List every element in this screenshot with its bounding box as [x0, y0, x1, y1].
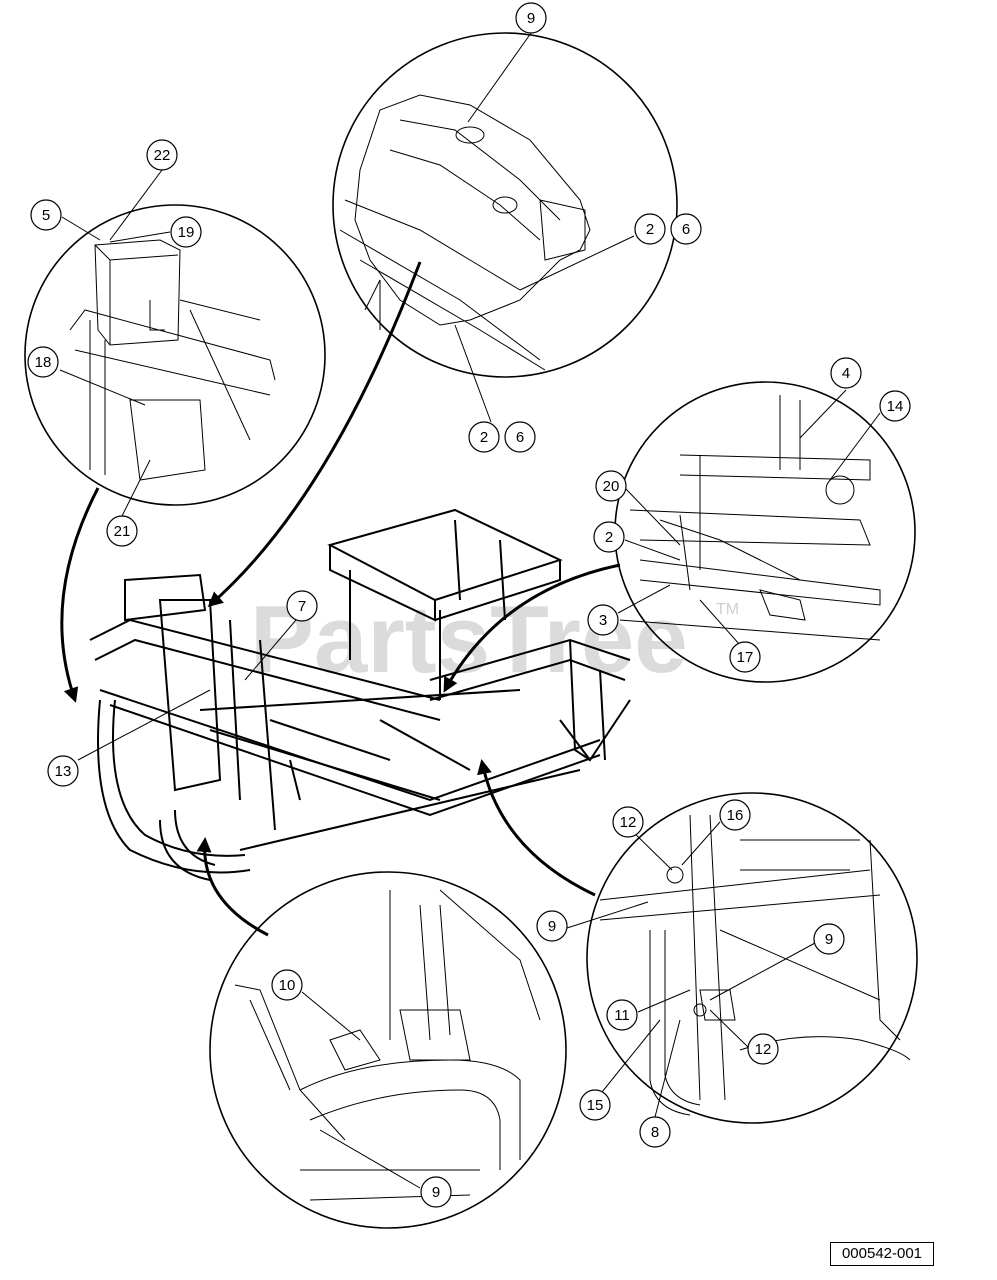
callout-6-top-right: 6: [670, 213, 702, 245]
frame-detail-bottom: [234, 889, 541, 1201]
callout-22: 22: [146, 139, 178, 171]
callout-9-bottom-right-lower: 9: [813, 923, 845, 955]
callout-9-bottom: 9: [420, 1176, 452, 1208]
svg-text:7: 7: [298, 598, 306, 615]
callout-6-top-bottom: 6: [504, 421, 536, 453]
callout-19: 19: [170, 216, 202, 248]
callout-16: 16: [719, 799, 751, 831]
svg-text:5: 5: [42, 207, 50, 224]
leader-lines: [59, 32, 881, 1189]
svg-text:13: 13: [55, 763, 72, 780]
arrows: [60, 261, 621, 937]
callout-9-top: 9: [515, 2, 547, 34]
svg-text:15: 15: [587, 1097, 604, 1114]
svg-text:6: 6: [516, 429, 524, 446]
svg-text:TM: TM: [716, 601, 739, 618]
arrow-right-to-box: [443, 563, 621, 693]
callout-10: 10: [271, 969, 303, 1001]
svg-text:8: 8: [651, 1124, 659, 1141]
callout-3: 3: [587, 604, 619, 636]
frame-detail-bottom-right: [599, 814, 911, 1116]
battery-detail: [69, 239, 276, 481]
callout-12-upper: 12: [612, 806, 644, 838]
arrow-bottom-to-frame: [196, 837, 269, 937]
svg-text:18: 18: [35, 354, 52, 371]
detail-circle-top: [332, 32, 678, 378]
bracket-detail-right: [619, 395, 881, 641]
svg-text:19: 19: [178, 224, 195, 241]
callout-14: 14: [879, 390, 911, 422]
callout-8: 8: [639, 1116, 671, 1148]
callout-17: 17: [729, 641, 761, 673]
svg-text:2: 2: [646, 221, 654, 238]
callout-20: 20: [595, 470, 627, 502]
svg-text:PartsTree: PartsTree: [250, 586, 688, 693]
arrow-top-to-frame: [207, 261, 422, 607]
arrow-bottomright-to-frame: [477, 759, 596, 897]
callout-18: 18: [27, 346, 59, 378]
svg-text:4: 4: [842, 365, 850, 382]
svg-text:20: 20: [603, 478, 620, 495]
callout-2-right: 2: [593, 521, 625, 553]
callout-4: 4: [830, 357, 862, 389]
reference-number: 000542-001: [830, 1242, 934, 1266]
callout-13: 13: [47, 755, 79, 787]
svg-text:9: 9: [527, 10, 535, 27]
svg-text:2: 2: [605, 529, 613, 546]
svg-text:10: 10: [279, 977, 296, 994]
callout-15: 15: [579, 1089, 611, 1121]
svg-text:21: 21: [114, 523, 131, 540]
svg-text:22: 22: [154, 147, 171, 164]
svg-text:2: 2: [480, 429, 488, 446]
svg-text:14: 14: [887, 398, 904, 415]
callout-2-top-bottom: 2: [468, 421, 500, 453]
detail-circle-bottom-right: [586, 792, 918, 1124]
callout-5: 5: [30, 199, 62, 231]
vehicle-frame: [89, 508, 631, 881]
svg-text:6: 6: [682, 221, 690, 238]
svg-text:9: 9: [432, 1184, 440, 1201]
callout-2-top-right: 2: [634, 213, 666, 245]
arrow-left-to-frame: [60, 487, 100, 703]
detail-circle-left: [24, 204, 326, 506]
callout-21: 21: [106, 515, 138, 547]
svg-text:11: 11: [614, 1007, 630, 1024]
svg-text:16: 16: [727, 807, 744, 824]
callout-7: 7: [286, 590, 318, 622]
svg-text:9: 9: [548, 918, 556, 935]
watermark: PartsTree TM: [250, 586, 739, 693]
fuel-tank-detail: [339, 94, 591, 371]
svg-text:12: 12: [755, 1041, 772, 1058]
callout-12-lower: 12: [747, 1033, 779, 1065]
callout-9-bottom-right-upper: 9: [536, 910, 568, 942]
svg-text:3: 3: [599, 612, 607, 629]
callout-11: 11: [606, 999, 638, 1031]
svg-text:12: 12: [620, 814, 637, 831]
svg-text:17: 17: [737, 649, 754, 666]
svg-text:9: 9: [825, 931, 833, 948]
detail-circle-bottom: [209, 871, 567, 1229]
